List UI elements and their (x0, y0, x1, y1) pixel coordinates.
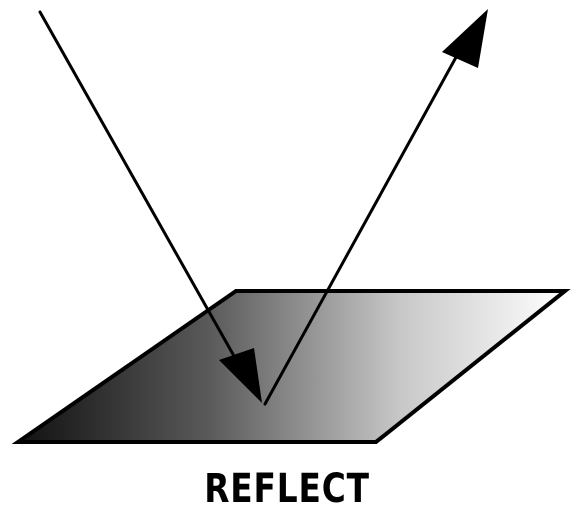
reflected-arrowhead-icon (442, 9, 488, 68)
incident-arrowhead-icon (219, 348, 262, 403)
reflective-surface (11, 289, 571, 444)
reflected-ray-arrow (263, 9, 488, 406)
diagram-caption: REFLECT (204, 466, 370, 512)
incident-ray-arrow (38, 10, 262, 403)
